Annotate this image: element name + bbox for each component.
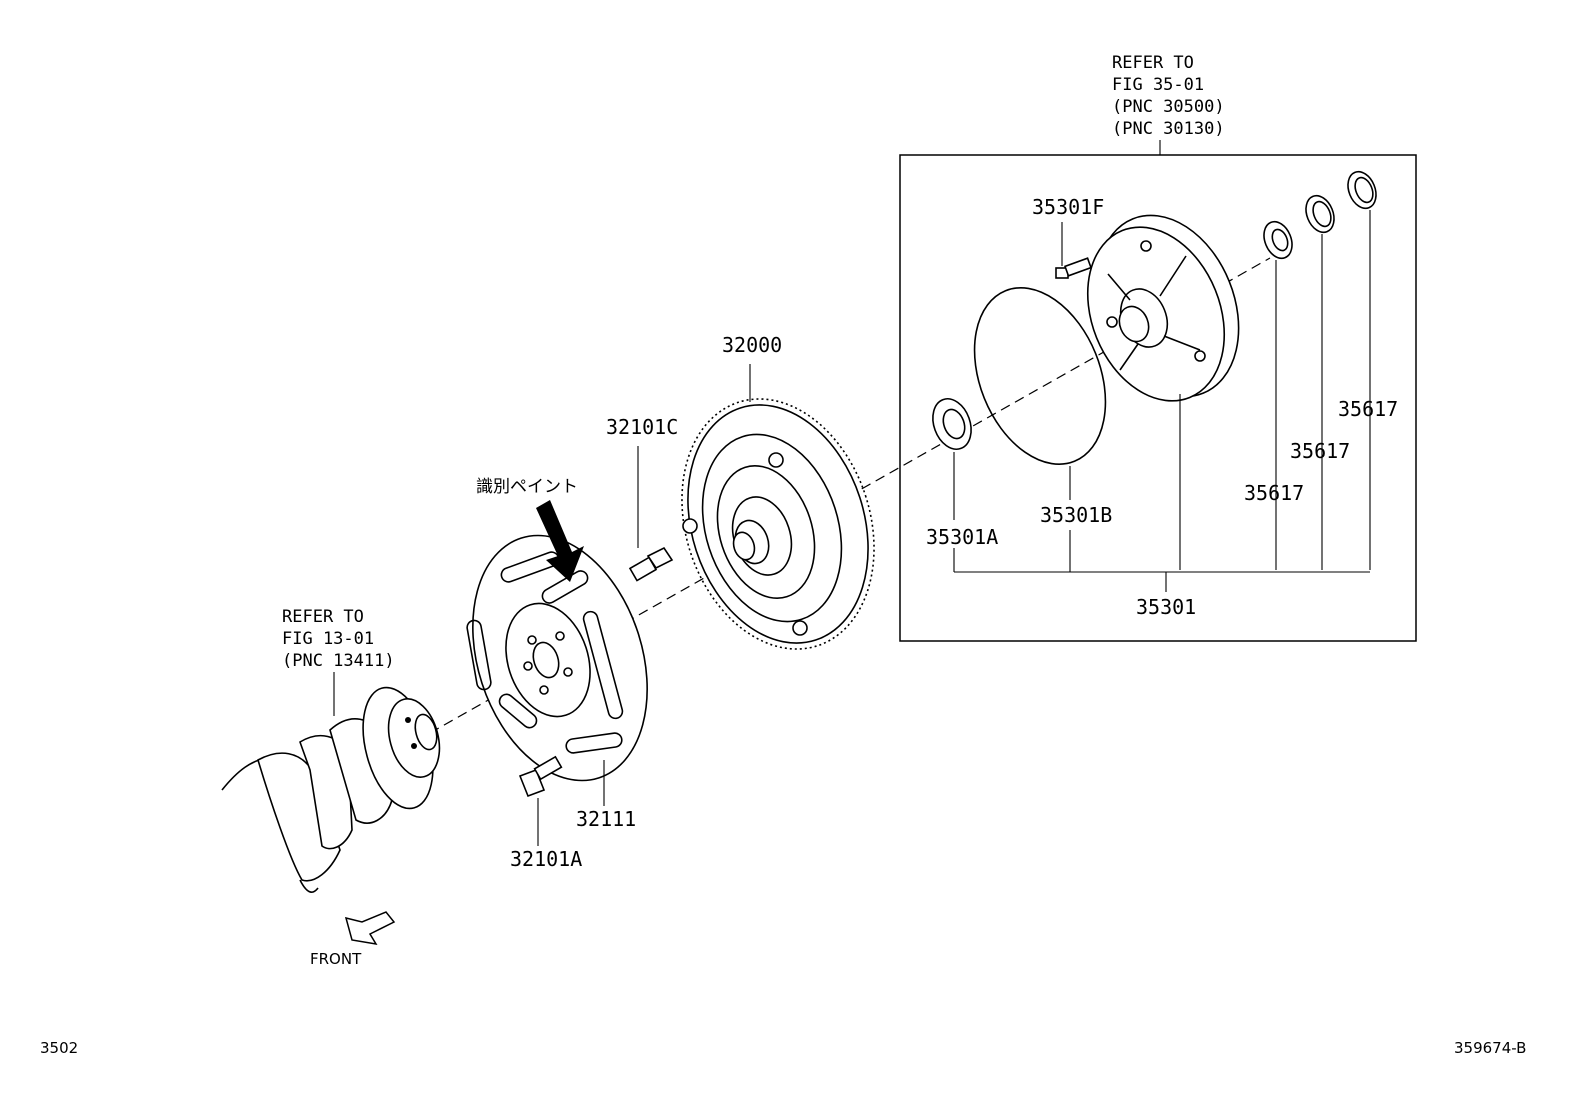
crankshaft-drawing [221, 686, 441, 893]
bolt-32101A-drawing [518, 755, 563, 798]
label-35301A: 35301A [926, 525, 998, 549]
label-32101C: 32101C [606, 415, 678, 439]
drive-plate-drawing [466, 534, 648, 782]
ref-pump-line-1: REFER TO [1112, 53, 1194, 73]
torque-converter-drawing [681, 398, 875, 650]
front-arrow-icon [344, 911, 396, 946]
seal-ring-drawing [1347, 170, 1377, 210]
crank-bolt-hole [405, 717, 411, 723]
oil-pump-group-box [899, 154, 1417, 642]
ref-crank-line-3: (PNC 13411) [282, 651, 395, 671]
paint-arrow-icon [536, 500, 584, 582]
paint-note: 識別ペイント [476, 477, 578, 497]
bolt-35301F-drawing [1055, 257, 1093, 279]
label-32101A: 32101A [510, 847, 582, 871]
crank-bolt-hole [411, 743, 417, 749]
oil-seal-drawing [932, 398, 972, 450]
label-35301B: 35301B [1040, 503, 1112, 527]
seal-ring-drawing [1263, 220, 1293, 260]
front-label: FRONT [310, 950, 362, 968]
figure-code: 359674-B [1454, 1039, 1526, 1057]
label-35617-b: 35617 [1290, 439, 1350, 463]
ref-pump-line-3: (PNC 30500) [1112, 97, 1225, 117]
label-35301F: 35301F [1032, 195, 1104, 219]
label-32111: 32111 [576, 807, 636, 831]
page-number: 3502 [40, 1039, 78, 1057]
ref-crank-line-1: REFER TO [282, 607, 364, 627]
label-35617-c: 35617 [1338, 397, 1398, 421]
ref-pump-line-4: (PNC 30130) [1112, 119, 1225, 139]
ref-pump-line-2: FIG 35-01 [1112, 75, 1204, 95]
label-32000: 32000 [722, 333, 782, 357]
o-ring-drawing [973, 286, 1107, 466]
label-35617-a: 35617 [1244, 481, 1304, 505]
label-35301: 35301 [1136, 595, 1196, 619]
oil-pump-body-drawing [1086, 214, 1240, 402]
seal-ring-drawing [1305, 194, 1335, 234]
ref-crank-line-2: FIG 13-01 [282, 629, 374, 649]
bolt-32101C-drawing [628, 546, 674, 582]
